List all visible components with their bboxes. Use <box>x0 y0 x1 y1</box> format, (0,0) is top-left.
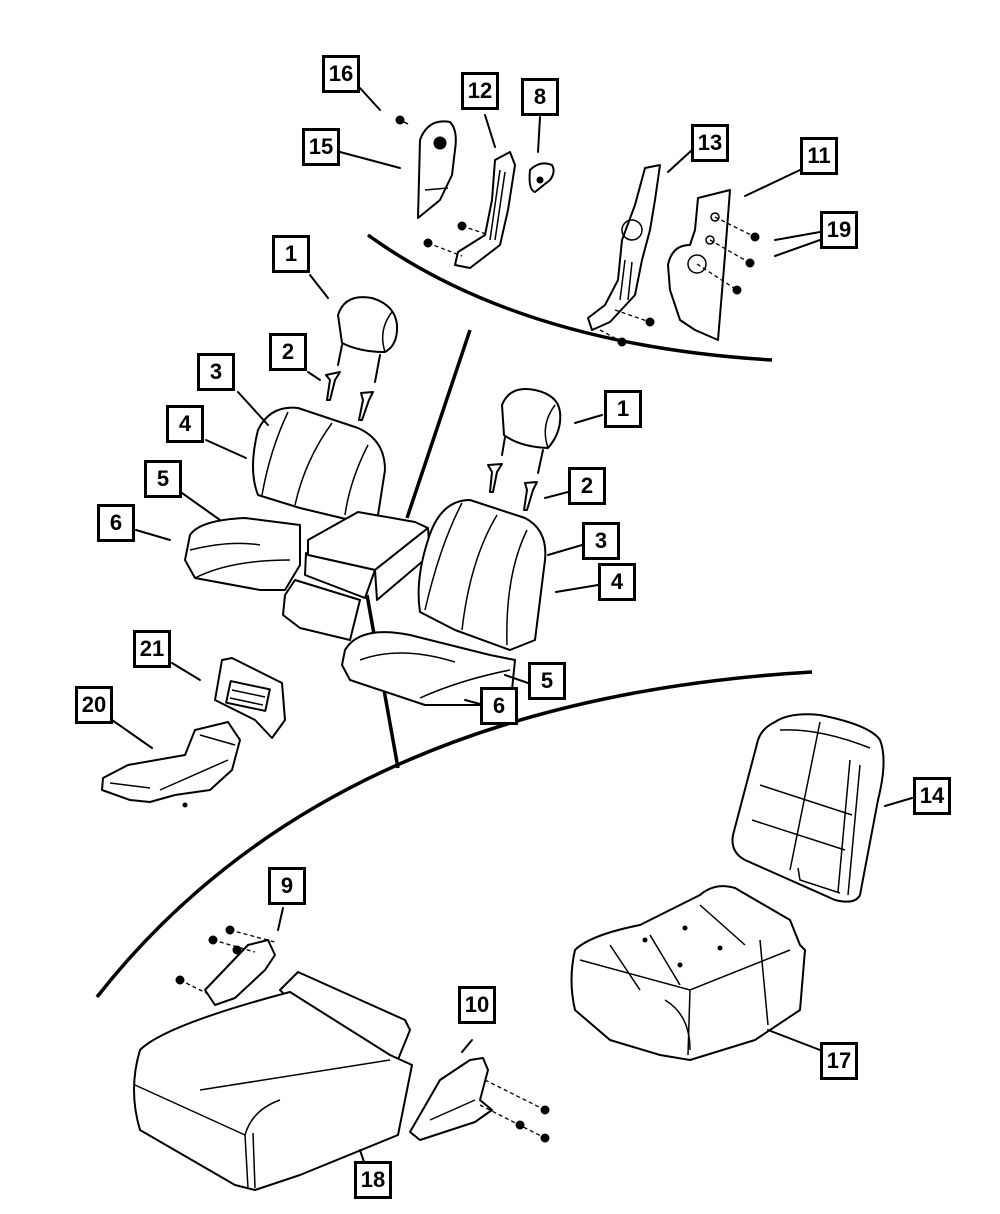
callout-2-right[interactable]: 2 <box>568 467 606 505</box>
bracket-cover-15 <box>417 120 457 219</box>
recliner-frame-13 <box>587 164 661 347</box>
callout-17[interactable]: 17 <box>820 1042 858 1080</box>
center-console <box>282 511 431 641</box>
callout-18[interactable]: 18 <box>354 1161 392 1199</box>
callout-19[interactable]: 19 <box>820 211 858 249</box>
seat-cushion-left <box>184 517 301 591</box>
recliner-cover-11 <box>667 189 760 341</box>
callout-8[interactable]: 8 <box>521 78 559 116</box>
callout-14[interactable]: 14 <box>913 777 951 815</box>
detail-leader-top <box>405 329 472 519</box>
callout-1-left[interactable]: 1 <box>272 235 310 273</box>
callout-6-right[interactable]: 6 <box>480 687 518 725</box>
callout-5-right[interactable]: 5 <box>528 662 566 700</box>
center-seat-back-14 <box>731 713 885 903</box>
headrest-guides-right <box>487 463 538 511</box>
callout-13[interactable]: 13 <box>691 124 729 162</box>
seat-back-left <box>252 406 386 521</box>
callout-3-left[interactable]: 3 <box>197 353 235 391</box>
callout-9[interactable]: 9 <box>268 867 306 905</box>
seat-back-right <box>417 499 547 651</box>
callout-21[interactable]: 21 <box>133 630 171 668</box>
seat-back-frame-bracket-12 <box>423 151 516 269</box>
callout-12[interactable]: 12 <box>461 72 499 110</box>
callout-20[interactable]: 20 <box>75 686 113 724</box>
callout-10[interactable]: 10 <box>458 986 496 1024</box>
callout-4-right[interactable]: 4 <box>598 563 636 601</box>
headrest-guides-left <box>325 371 374 421</box>
leader-lines <box>111 87 913 1166</box>
callout-16[interactable]: 16 <box>322 55 360 93</box>
headrest-left <box>337 296 399 383</box>
center-seat-cushion-17 <box>570 885 806 1061</box>
console-duct-20 <box>101 721 241 808</box>
hinge-10 <box>409 1057 550 1143</box>
callout-6-left[interactable]: 6 <box>97 504 135 542</box>
center-armrest-lid-18 <box>133 971 413 1191</box>
console-bezel-21 <box>214 657 286 739</box>
cap-8 <box>528 162 555 193</box>
callout-15[interactable]: 15 <box>302 128 340 166</box>
callout-4-left[interactable]: 4 <box>166 405 204 443</box>
detail-arc-top <box>366 233 773 362</box>
callout-11[interactable]: 11 <box>800 137 838 175</box>
headrest-right <box>501 388 562 474</box>
seat-cushion-right <box>341 631 516 706</box>
detail-arc-bottom <box>95 670 813 999</box>
callout-5-left[interactable]: 5 <box>144 460 182 498</box>
callout-3-right[interactable]: 3 <box>582 522 620 560</box>
hinge-9 <box>175 925 276 1006</box>
callout-2-left[interactable]: 2 <box>269 333 307 371</box>
callout-1-right[interactable]: 1 <box>604 390 642 428</box>
screw-16 <box>395 115 409 125</box>
